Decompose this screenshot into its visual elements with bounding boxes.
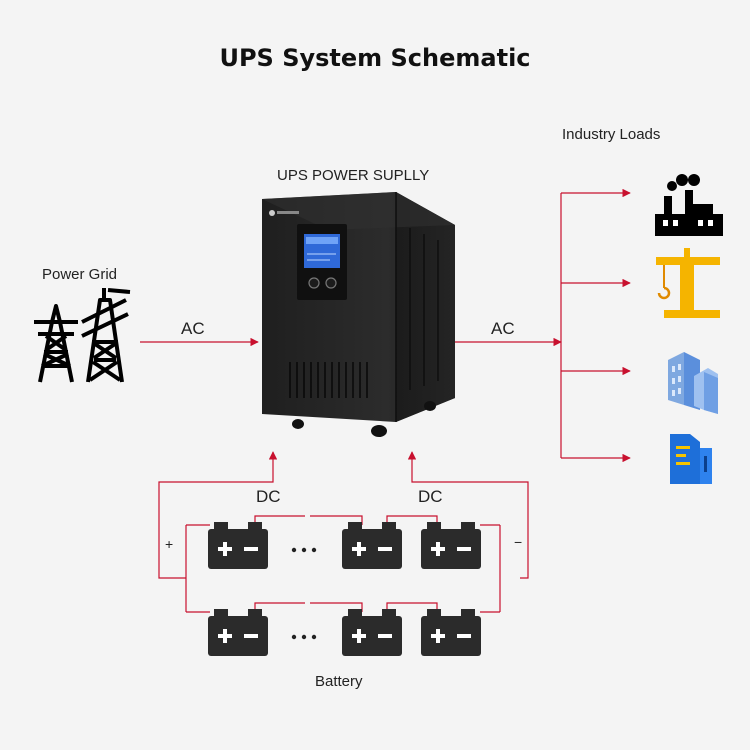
power-tower-icon [34, 288, 131, 383]
ups-cabinet [262, 192, 455, 437]
building-icon [668, 352, 718, 414]
power-grid-label: Power Grid [42, 266, 118, 283]
battery-bank-top [208, 522, 481, 569]
battery-unit [342, 609, 402, 656]
battery-unit [208, 522, 268, 569]
dc-wiring [158, 451, 529, 613]
battery-unit [421, 522, 481, 569]
ellipsis-dots [291, 634, 317, 640]
ellipsis-dots [291, 547, 317, 553]
battery-label: Battery [315, 673, 363, 690]
diagram-title: UPS System Schematic [219, 44, 531, 72]
battery-unit [421, 609, 481, 656]
office-icon [670, 434, 712, 484]
battery-unit [342, 522, 402, 569]
ac-output-bus [455, 188, 631, 463]
ac-output-label: AC [491, 319, 515, 338]
industry-loads-label: Industry Loads [562, 126, 661, 143]
crane-icon [656, 248, 720, 318]
ac-input-label: AC [181, 319, 205, 338]
factory-icon [655, 174, 723, 236]
positive-terminal-sign: + [165, 536, 174, 552]
dc-right-label: DC [418, 487, 443, 506]
battery-bank-bottom [208, 609, 481, 656]
ups-label: UPS POWER SUPLLY [277, 167, 430, 184]
battery-unit [208, 609, 268, 656]
negative-terminal-sign: − [514, 534, 523, 550]
dc-left-label: DC [256, 487, 281, 506]
